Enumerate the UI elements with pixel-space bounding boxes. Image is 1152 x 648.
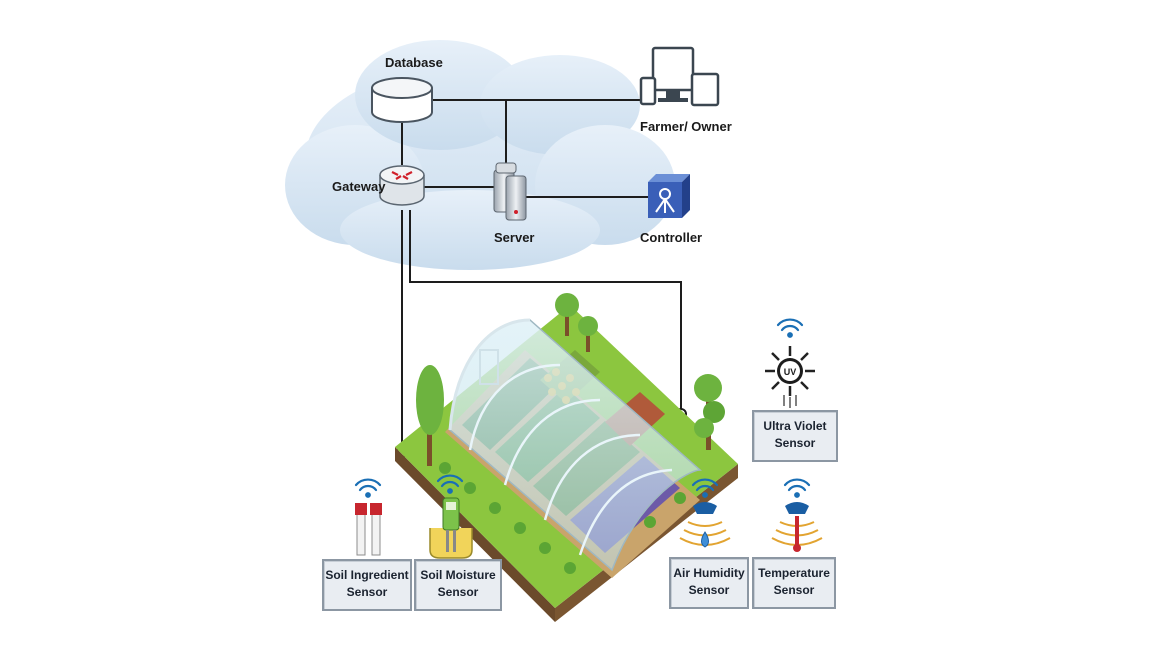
air-humidity-line1: Air Humidity — [673, 566, 745, 580]
soil-ingredient-line1: Soil Ingredient — [325, 568, 409, 582]
air-humidity-sensor-icon — [679, 502, 731, 548]
devices-icon — [639, 46, 720, 107]
wifi-icon-soil-ingredient — [354, 478, 382, 498]
ultra-violet-line2: Sensor — [774, 436, 816, 450]
controller-icon — [648, 174, 690, 218]
soil-moisture-line1: Soil Moisture — [420, 568, 496, 582]
wifi-icon-air-humidity — [691, 478, 719, 498]
cloud-shape — [285, 40, 675, 270]
ultra-violet-sensor-card: Ultra Violet Sensor — [752, 410, 838, 462]
uv-sun-icon: UV — [765, 346, 815, 408]
uv-text: UV — [784, 367, 797, 377]
soil-ingredient-probe-icon — [355, 503, 382, 556]
wifi-icon-soil-moisture — [436, 474, 464, 494]
database-icon — [371, 77, 433, 123]
farmer-owner-label: Farmer/ Owner — [640, 119, 732, 134]
soil-ingredient-sensor-card: Soil Ingredient Sensor — [322, 559, 412, 611]
network-links — [401, 99, 682, 450]
air-humidity-sensor-card: Air Humidity Sensor — [669, 557, 749, 609]
temperature-line1: Temperature — [758, 566, 830, 580]
wifi-icon-ultra-violet — [776, 318, 804, 338]
temperature-sensor-icon — [771, 502, 823, 552]
gateway-label: Gateway — [332, 179, 386, 194]
server-label: Server — [494, 230, 535, 245]
database-label: Database — [385, 55, 443, 70]
controller-label: Controller — [640, 230, 703, 245]
soil-moisture-line2: Sensor — [437, 585, 479, 599]
air-humidity-line2: Sensor — [688, 583, 730, 597]
soil-moisture-probe-icon — [429, 497, 473, 559]
wifi-icon-temperature — [783, 478, 811, 498]
temperature-sensor-card: Temperature Sensor — [752, 557, 836, 609]
temperature-line2: Sensor — [773, 583, 815, 597]
soil-ingredient-line2: Sensor — [346, 585, 388, 599]
trees — [416, 293, 725, 466]
soil-moisture-sensor-card: Soil Moisture Sensor — [414, 559, 502, 611]
gateway-router-icon — [379, 165, 425, 206]
server-icon — [493, 162, 527, 221]
ultra-violet-line1: Ultra Violet — [763, 419, 827, 433]
greenhouse-illustration — [395, 305, 738, 622]
